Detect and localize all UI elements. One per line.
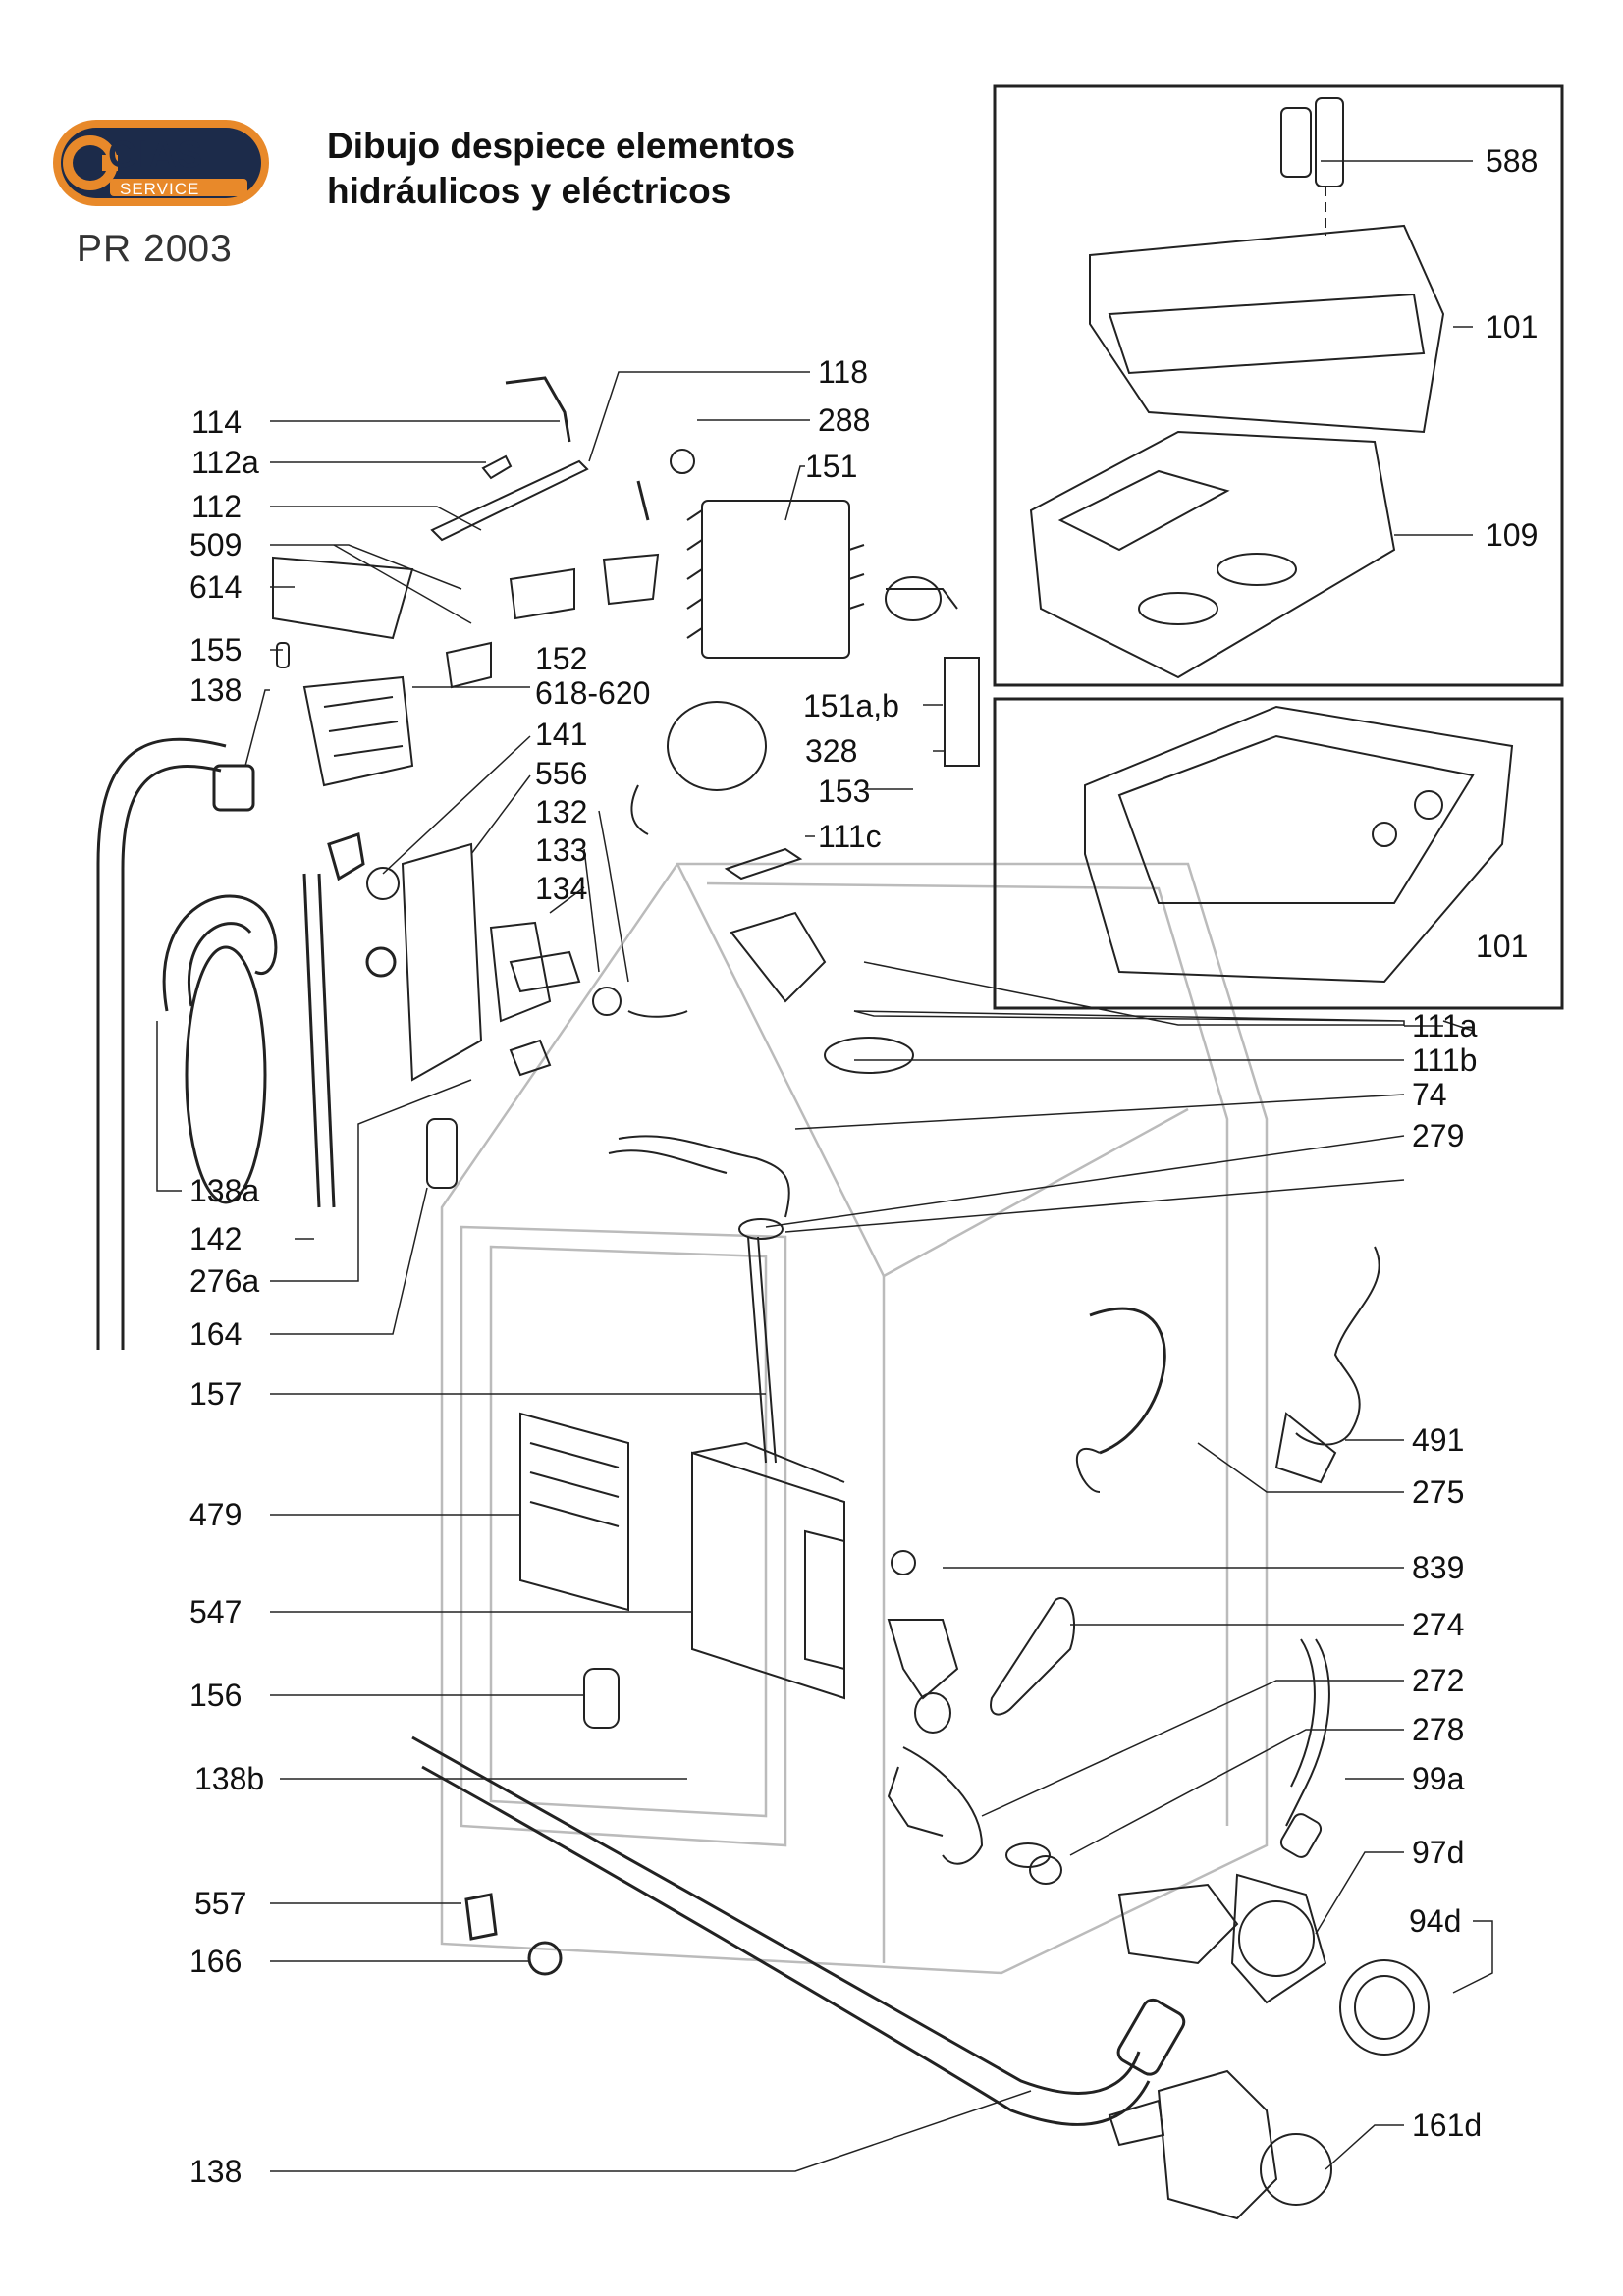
label-112a: 112a bbox=[191, 445, 259, 480]
label-157: 157 bbox=[189, 1376, 243, 1412]
label-111a: 111a bbox=[1412, 1008, 1478, 1043]
label-556: 556 bbox=[535, 756, 588, 791]
label-134: 134 bbox=[535, 871, 588, 906]
label-276a: 276a bbox=[189, 1263, 260, 1299]
label-111c: 111c bbox=[818, 819, 882, 854]
pump-assembly bbox=[887, 1246, 1430, 2220]
label-557: 557 bbox=[194, 1886, 247, 1921]
hydraulic-components bbox=[366, 701, 914, 1464]
label-547: 547 bbox=[189, 1594, 243, 1629]
label-138b: 138b bbox=[194, 1761, 265, 1796]
label-118: 118 bbox=[818, 354, 869, 390]
label-101-top: 101 bbox=[1486, 309, 1539, 345]
label-155: 155 bbox=[189, 632, 243, 667]
label-491: 491 bbox=[1412, 1422, 1465, 1458]
label-101-bottom: 101 bbox=[1476, 929, 1529, 964]
label-272: 272 bbox=[1412, 1663, 1465, 1698]
label-509: 509 bbox=[189, 527, 243, 562]
leader-lines bbox=[156, 160, 1493, 2172]
label-618-620: 618-620 bbox=[535, 675, 651, 711]
label-112: 112 bbox=[191, 489, 243, 524]
label-152: 152 bbox=[535, 641, 588, 676]
label-588: 588 bbox=[1486, 143, 1539, 179]
label-161d: 161d bbox=[1412, 2108, 1483, 2143]
label-114: 114 bbox=[191, 404, 243, 440]
label-74: 74 bbox=[1412, 1077, 1447, 1112]
detail-panel-top bbox=[993, 84, 1564, 687]
label-288: 288 bbox=[818, 402, 871, 438]
gias-logo bbox=[53, 120, 269, 206]
label-141: 141 bbox=[535, 717, 588, 752]
drain-hose bbox=[411, 1735, 1186, 2126]
label-111b: 111b bbox=[1412, 1042, 1478, 1078]
page-title: Dibujo despiece elementos hidráulicos y … bbox=[327, 124, 795, 214]
label-142: 142 bbox=[189, 1221, 243, 1256]
label-164: 164 bbox=[189, 1316, 243, 1352]
label-109: 109 bbox=[1486, 517, 1539, 553]
label-138a: 138a bbox=[189, 1173, 260, 1208]
title-line-2: hidráulicos y eléctricos bbox=[327, 171, 731, 211]
detail-panel-bottom bbox=[993, 697, 1564, 1010]
label-278: 278 bbox=[1412, 1712, 1465, 1747]
label-151ab: 151a,b bbox=[803, 688, 899, 723]
control-board bbox=[519, 1412, 845, 1729]
label-156: 156 bbox=[189, 1678, 243, 1713]
label-94d: 94d bbox=[1409, 1903, 1462, 1939]
label-839: 839 bbox=[1412, 1550, 1465, 1585]
hoses-left bbox=[96, 737, 397, 1350]
machine-body-ghost bbox=[440, 862, 1269, 1975]
label-479: 479 bbox=[189, 1497, 243, 1532]
label-614: 614 bbox=[189, 569, 243, 605]
label-279: 279 bbox=[1412, 1118, 1465, 1153]
label-133: 133 bbox=[535, 832, 588, 868]
title-line-1: Dibujo despiece elementos bbox=[327, 126, 796, 166]
dispenser-drawer-exploded bbox=[1029, 97, 1445, 679]
label-328: 328 bbox=[805, 733, 858, 769]
label-138-top: 138 bbox=[189, 672, 243, 708]
logo-subtext: SERVICE bbox=[120, 180, 200, 198]
logo-wordmark: GIAS bbox=[108, 134, 203, 176]
label-275: 275 bbox=[1412, 1474, 1465, 1510]
label-166: 166 bbox=[189, 1944, 243, 1979]
dispenser-housing bbox=[1084, 705, 1514, 984]
label-153: 153 bbox=[818, 774, 871, 809]
label-274: 274 bbox=[1412, 1607, 1465, 1642]
label-151: 151 bbox=[805, 449, 858, 484]
label-138-bottom: 138 bbox=[189, 2154, 243, 2189]
model-number: PR 2003 bbox=[77, 228, 233, 270]
control-components bbox=[272, 376, 980, 787]
label-99a: 99a bbox=[1412, 1761, 1465, 1796]
label-97d: 97d bbox=[1412, 1835, 1465, 1870]
label-132: 132 bbox=[535, 794, 588, 829]
